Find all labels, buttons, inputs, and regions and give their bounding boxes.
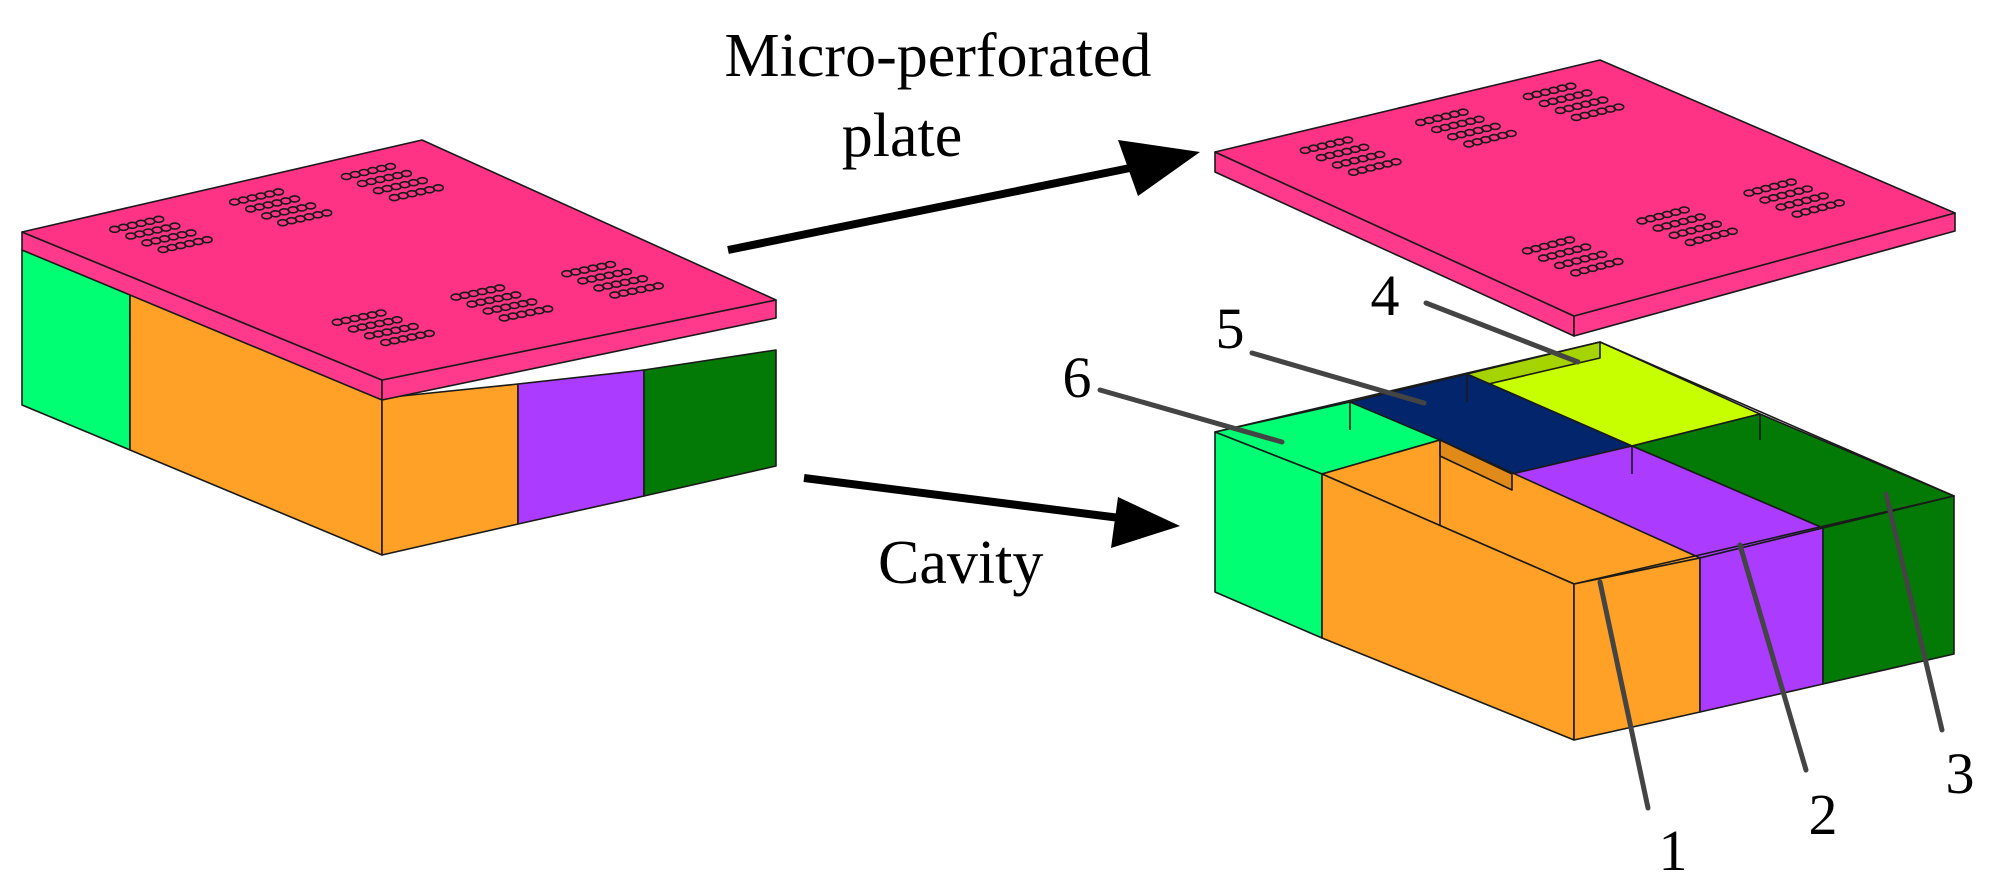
leader-6 <box>1097 387 1285 445</box>
separate-plate <box>1214 59 1956 337</box>
separate-plate-top <box>1214 59 1956 317</box>
arrow-to-plate-head <box>1118 140 1200 196</box>
perforation-hole <box>541 305 554 313</box>
perforation-hole <box>1596 96 1609 104</box>
perforation-hole <box>1489 122 1501 131</box>
perforation-hole <box>1390 158 1402 166</box>
perforation-hole <box>432 184 445 192</box>
arrow-to-cavity-head <box>1111 497 1180 548</box>
perforation-hole <box>423 329 436 338</box>
perforation-hole <box>1580 89 1593 97</box>
open-cavity <box>1214 341 1955 741</box>
perforation-hole <box>1357 143 1370 152</box>
assembled-perforation-holes <box>108 162 665 347</box>
assembled-orange-face-right <box>381 383 519 556</box>
cell-3-outer-wall <box>1822 495 1955 685</box>
perforation-hole <box>493 284 506 292</box>
arrow-to-plate <box>727 164 1131 254</box>
perforation-hole <box>1374 150 1386 159</box>
number-label-1: 1 <box>1659 818 1688 883</box>
leader-2 <box>1737 542 1809 773</box>
perforation-hole <box>400 169 413 178</box>
perforation-hole <box>1505 129 1517 138</box>
perforation-hole <box>375 309 387 317</box>
number-label-5: 5 <box>1216 296 1245 361</box>
leader-5 <box>1249 350 1427 406</box>
perforation-hole <box>525 298 538 306</box>
leader-1 <box>1597 579 1651 811</box>
number-label-2: 2 <box>1809 782 1838 847</box>
perforation-hole <box>1595 250 1608 259</box>
perforation-hole <box>185 229 197 237</box>
perforation-hole <box>1678 206 1690 214</box>
perforation-hole <box>391 315 403 324</box>
perforation-hole <box>416 176 429 185</box>
number-label-6: 6 <box>1063 345 1092 410</box>
perforation-hole <box>1341 136 1354 144</box>
assembled-plate-top <box>21 139 777 381</box>
perforation-hole <box>1564 82 1577 90</box>
perforation-hole <box>1710 220 1723 228</box>
leader-4 <box>1423 300 1581 365</box>
perforation-hole <box>620 267 633 276</box>
perforation-hole <box>272 188 285 196</box>
number-label-3: 3 <box>1946 741 1975 806</box>
perforation-hole <box>636 274 649 283</box>
perforation-hole <box>1817 192 1829 200</box>
perforation-hole <box>652 282 665 290</box>
perforation-hole <box>152 215 165 224</box>
perforation-hole <box>201 235 213 244</box>
arrow-to-cavity <box>803 474 1121 522</box>
assembled-purple-face <box>517 369 645 525</box>
assembled-darkgreen-face <box>643 349 777 497</box>
perforation-hole <box>509 291 522 299</box>
perforation-hole <box>304 202 317 210</box>
leader-lines <box>1097 300 1945 811</box>
perforation-hole <box>1457 108 1469 116</box>
perforation-hole <box>604 260 617 269</box>
perforation-hole <box>169 222 181 230</box>
cavity-label: Cavity <box>878 529 1043 597</box>
perforation-hole <box>1473 115 1485 124</box>
perforation-hole <box>1563 236 1576 244</box>
cell-1-outer-wall-right <box>1573 557 1701 741</box>
perforation-hole <box>320 209 333 217</box>
plate-label-line1: Micro-perforated <box>725 22 1152 90</box>
perforation-hole <box>1612 103 1625 111</box>
perforation-hole <box>1833 199 1845 207</box>
arrows <box>727 140 1200 548</box>
leader-3 <box>1883 491 1945 733</box>
perforation-hole <box>288 195 301 203</box>
perforation-hole <box>1785 178 1797 186</box>
assembled-box <box>21 139 777 556</box>
perforation-hole <box>1726 227 1739 236</box>
perforation-hole <box>407 322 419 331</box>
number-label-4: 4 <box>1371 263 1400 328</box>
perforation-hole <box>1579 243 1592 251</box>
perforation-hole <box>1801 185 1813 193</box>
perforation-hole <box>384 162 397 171</box>
plate-label-line2: plate <box>842 102 963 170</box>
perforation-hole <box>1612 257 1624 266</box>
separate-perforation-holes <box>1299 82 1845 277</box>
perforation-hole <box>1694 213 1706 221</box>
